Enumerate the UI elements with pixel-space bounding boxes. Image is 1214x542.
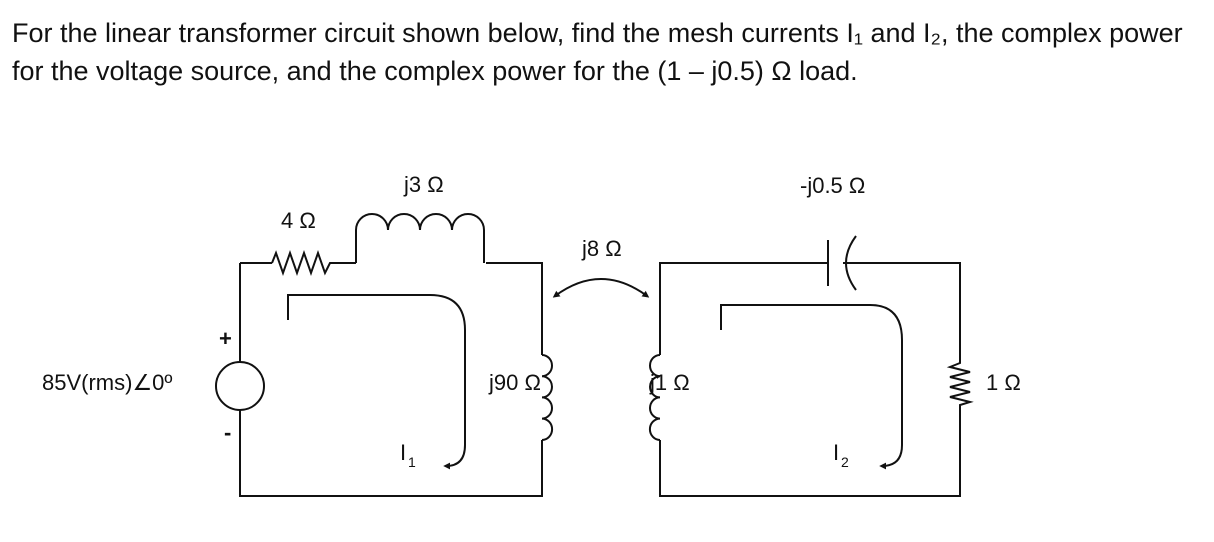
inductor-j3-label: j3 Ω [403,172,444,197]
source-plus-sign: + [219,326,232,351]
capacitor-plate-right [845,235,857,291]
svg-text:1: 1 [408,454,416,470]
primary-coil-symbol [541,354,554,441]
source-minus-sign: - [224,420,231,445]
source-label: 85V(rms)∠0º [42,370,172,395]
primary-top-wire [240,262,543,355]
secondary-coil-label: j1 Ω [649,370,690,395]
mesh-current-1-label: I 1 [400,440,416,470]
mesh-current-2-label: I 2 [833,440,849,470]
problem-statement: For the linear transformer circuit shown… [12,18,1183,86]
mesh-current-2-arrow [720,304,903,470]
mutual-inductance-label: j8 Ω [581,236,622,261]
capacitor-label: -j0.5 Ω [800,173,865,198]
mesh-current-1-arrow [287,294,466,470]
inductor-j3-symbol [355,213,485,263]
primary-left-wire [239,263,543,497]
secondary-wire [659,262,961,497]
resistor-4-ohm-label: 4 Ω [281,208,316,233]
resistor-1-ohm-symbol [946,360,974,408]
resistor-1-ohm-label: 1 Ω [986,370,1021,395]
svg-text:I: I [400,440,406,465]
svg-text:I: I [833,440,839,465]
resistor-4-ohm-symbol [271,249,335,277]
secondary-coil-symbol [648,354,661,441]
primary-coil-label: j90 Ω [488,370,541,395]
mutual-coupling-arrow [552,278,650,298]
svg-text:2: 2 [841,454,849,470]
voltage-source-symbol [215,361,265,411]
